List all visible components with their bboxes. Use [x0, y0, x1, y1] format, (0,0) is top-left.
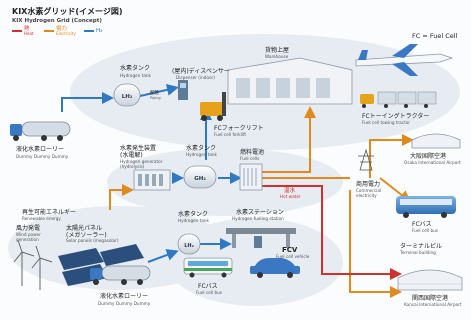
hydrogen-generator: [133, 169, 171, 191]
legend: 熱 Heat 電力 Electricity H₂: [12, 24, 102, 36]
forklift-vehicle: [200, 92, 226, 121]
renewable-en: Renewable energy: [22, 216, 61, 221]
fcbus-bot-ja: FCバス: [198, 283, 218, 290]
station-zone: [167, 218, 343, 306]
flow-commercial-to-kansai: [349, 190, 402, 298]
station-en: Hydrogen fueling station: [232, 216, 284, 221]
dispenser-en: Dispenser (indoor): [176, 75, 215, 80]
legend-power: 電力: [56, 24, 67, 32]
fcv-ja: FCV: [282, 246, 298, 254]
fuel-cell-ja: 燃料電池: [240, 148, 264, 156]
hydrogen-station: [226, 228, 296, 248]
terminal-en: Terminal building: [399, 250, 436, 255]
flow-lorry-to-station: [147, 249, 179, 263]
hydrogen-tank-bot-ja: 水素タンク: [178, 210, 208, 218]
delivery-en: Piping: [150, 96, 161, 100]
title-ja: KIX水素グリッド(イメージ図): [12, 6, 123, 16]
hot-water-en: Hot water: [280, 194, 301, 199]
lorry-bot-ja: 液化水素ローリー: [100, 292, 148, 300]
hydrogen-tank-mid: GH₂: [183, 165, 217, 189]
commercial-ja: 商用電力: [356, 180, 380, 188]
forklift-ja: FCフォークリフト: [214, 125, 264, 132]
hydrogen-tank-top-ja: 水素タンク: [120, 64, 150, 72]
flow-lorry-to-tank: [61, 92, 114, 112]
osaka-airport-ja: 大阪国際空港: [410, 152, 446, 160]
lorry-truck-top: [10, 121, 71, 141]
fc-note: FC = Fuel Cell: [412, 32, 458, 40]
legend-h2: H₂: [96, 28, 102, 34]
hydrogen-tank-bot-en: Hydrogen tank: [178, 218, 210, 223]
flow-hotwater-to-terminal: [262, 185, 402, 280]
power-tower: [358, 148, 374, 171]
airplane: [355, 44, 454, 76]
warehouse-building: [227, 57, 353, 105]
fcbus-bot-en: Fuel cell bus: [196, 290, 222, 295]
solar-en: Solar panels (megasolar): [66, 238, 119, 243]
warehouse-en: Warehouse: [265, 54, 289, 59]
osaka-airport-building: [411, 133, 461, 149]
title-en: KIX Hydrogen Grid (Concept): [12, 18, 102, 24]
lorry-top-en: Dummy Dummy Dummy: [16, 154, 69, 159]
flow-fuelcell-to-warehouse: [262, 106, 316, 173]
fcbus-right-ja: FCバス: [412, 221, 432, 228]
generator-en: Hydrogen generator(hydrolysis): [120, 159, 163, 169]
fcv-en: Fuel cell vehicle: [276, 254, 310, 259]
lorry-truck-bot: [90, 265, 151, 285]
hot-water-ja: 温水: [284, 186, 296, 194]
fcv-car: [250, 258, 300, 278]
flow-tank-to-dispenser: [139, 83, 179, 97]
kansai-airport-ja: 関西国際空港: [412, 294, 448, 302]
hydrogen-tank-mid-ja: 水素タンク: [186, 144, 216, 152]
lorry-bot-en: Dummy Dummy Dummy: [98, 301, 151, 306]
station-ja: 水素ステーション: [236, 208, 284, 216]
solar-ja: 太陽光パネル(メガソーラー): [66, 224, 107, 239]
dispenser-indoor: [178, 80, 188, 100]
lorry-top-ja: 液化水素ローリー: [16, 145, 64, 153]
dispenser-ja: (屋内)ディスペンサー: [172, 67, 230, 75]
towing-ja: FCトーイングトラクター: [362, 112, 429, 120]
legend-heat: 熱: [24, 24, 30, 32]
kansai-terminal-building: [397, 269, 463, 291]
kansai-airport-en: Kansai International Airport: [404, 302, 462, 307]
fc-bus-bottom: [183, 257, 233, 278]
forklift-en: Fuel cell forklift: [214, 132, 246, 137]
fuel-cell-en: Fuel cells: [240, 156, 259, 161]
wind-ja: 風力発電: [16, 224, 40, 232]
towing-en: Fuel cell towing tractor: [362, 120, 410, 125]
wind-turbines: [13, 239, 53, 290]
hydrogen-tank-top: LH₂: [113, 83, 141, 107]
fc-bus-right: [396, 196, 456, 218]
towing-tractor: [360, 91, 437, 108]
lh2-label-top: LH₂: [122, 94, 133, 100]
fcbus-right-en: Fuel cell bus: [412, 228, 438, 233]
generator-ja: 水素発生装置(水電解): [120, 144, 156, 159]
renewable-ja: 再生可能エネルギー: [22, 208, 76, 216]
middle-zone: [107, 148, 343, 216]
warehouse-ja: 貨物上屋: [265, 46, 289, 54]
osaka-airport-en: Osaka International Airport: [404, 160, 461, 165]
fuel-cell-unit: [239, 163, 263, 191]
gh2-label: GH₂: [194, 176, 206, 182]
legend-power-en: Electricity: [56, 31, 77, 36]
delivery-ja: 配管: [150, 89, 159, 96]
flow-commercial-to-osaka: [369, 134, 414, 178]
terminal-ja: ターミナルビル: [400, 242, 442, 250]
hydrogen-tank-top-en: Hydrogen tank: [120, 73, 152, 78]
lh2-label-bot: LH₂: [184, 243, 194, 249]
legend-heat-en: Heat: [24, 31, 34, 36]
flow-renewable-to-generator: [109, 184, 134, 210]
hydrogen-tank-bot: LH₂: [177, 233, 201, 255]
hydrogen-tank-mid-en: Hydrogen tank: [186, 152, 218, 157]
